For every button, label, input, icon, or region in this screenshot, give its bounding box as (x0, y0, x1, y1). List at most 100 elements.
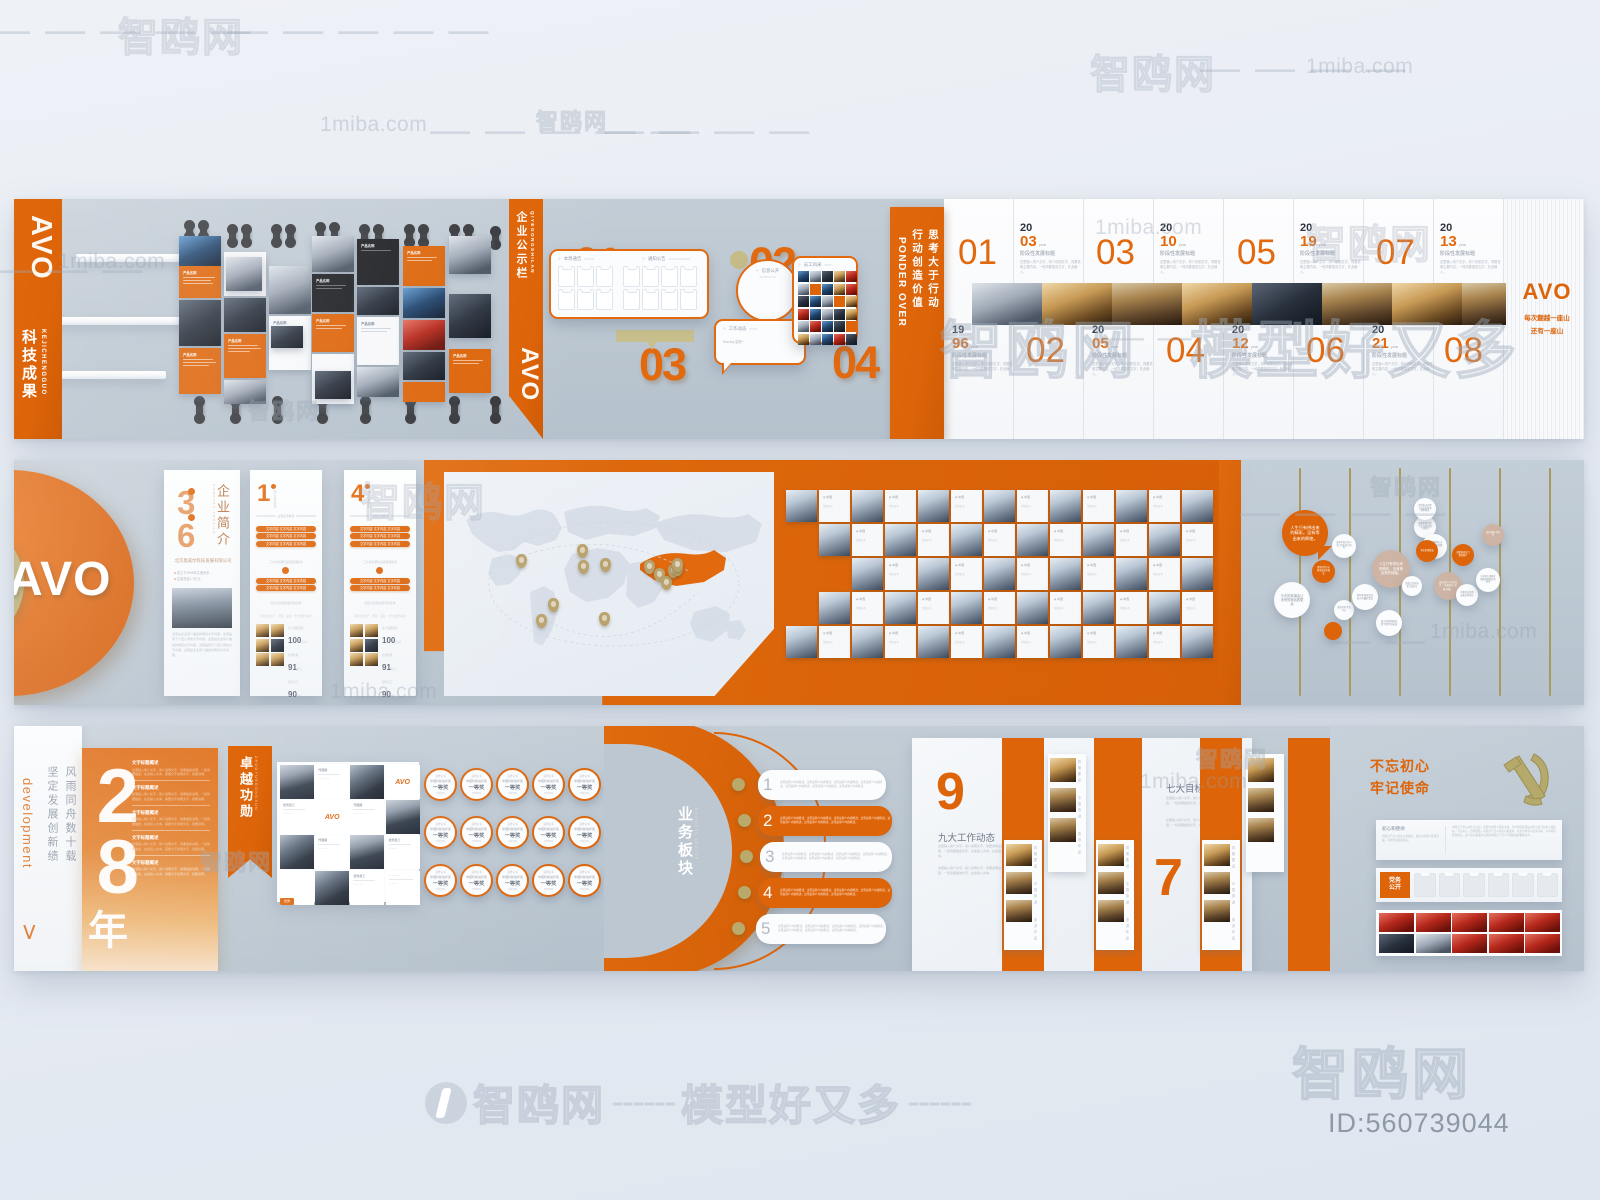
board-slot[interactable] (623, 289, 640, 310)
business-pillar-card-2[interactable]: 4 核心业务版块 主营业务概述 文字内容 文字内容 文字内容 文字内容 文字内容… (344, 470, 416, 699)
party-slot[interactable] (1438, 873, 1460, 897)
pillar-pill[interactable]: 文字内容 文字内容 文字内容 (256, 525, 316, 532)
honor-text-cell[interactable]: ◈ 中国荣誉证书 (1017, 626, 1048, 658)
honor-photo-cell[interactable] (1182, 626, 1213, 658)
honor-photo-cell[interactable] (1017, 592, 1048, 624)
map-pin[interactable] (536, 614, 547, 628)
honor-text-cell[interactable]: ◈ 中国荣誉证书 (984, 524, 1015, 556)
product-card[interactable]: 产品名称 (179, 266, 221, 298)
honor-photo-cell[interactable] (1050, 558, 1081, 590)
tab-ponder-over[interactable]: PONDER OVER 行动创造价值 思考大于行动 (890, 207, 944, 439)
board-slot[interactable] (596, 289, 613, 310)
board-slot[interactable] (642, 266, 659, 287)
honor-photo-cell[interactable] (984, 558, 1015, 590)
quote-bubble[interactable]: 有志者事竟成 (1416, 540, 1438, 562)
bulletin-info-circle[interactable]: » 信息公开 INFORMATION (736, 259, 799, 322)
quote-bubble[interactable]: 今天的淋漓会让未来的我站着更远 (1274, 582, 1310, 618)
quote-bubble[interactable]: 没有退路 不放弃 (1482, 524, 1504, 546)
party-gallery-card[interactable] (1376, 910, 1562, 956)
party-open-card[interactable]: 党务 公开 (1376, 868, 1562, 902)
honor-text-cell[interactable]: ◈ 中国荣誉证书 (1182, 524, 1213, 556)
product-card[interactable]: 产品名称 (179, 348, 221, 394)
honor-photo-cell[interactable] (819, 524, 850, 556)
quote-bubble[interactable]: 进攻时刻 不言不以 (1334, 600, 1354, 620)
honor-text-cell[interactable]: ◈ 中国荣誉证书 (1083, 558, 1114, 590)
honor-photo-cell[interactable] (1050, 490, 1081, 522)
honor-photo-cell[interactable] (1083, 592, 1114, 624)
party-slot[interactable] (1512, 873, 1534, 897)
honor-photo-cell[interactable] (1116, 558, 1147, 590)
board-slot[interactable] (577, 289, 594, 310)
honor-photo-cell[interactable] (786, 626, 817, 658)
map-pin[interactable] (600, 558, 611, 572)
honor-text-cell[interactable]: ◈ 中国荣誉证书 (1116, 592, 1147, 624)
quote-bubble[interactable]: 坚持本身就是对自己的最好奖赏 (1352, 584, 1378, 610)
board-slot[interactable] (642, 289, 659, 310)
business-list-item[interactable]: 5 这里是简介内容概述，这里是简介内容概述，这里是简介内容概述。这里是简介内容概… (756, 914, 886, 944)
pillar-pill[interactable]: 文字内容 文字内容 文字内容 (350, 525, 410, 532)
merit-portrait-grid-card[interactable]: 代理商 — — — — AVO 优秀员工 — — — AVO 代理商 — — —… (277, 762, 420, 905)
bulletin-speech-bubble[interactable]: » 工作动态 WORK Monday 星期一 (714, 319, 806, 365)
quote-bubble[interactable]: 没有不努力的人生只有不努力的你 (1414, 516, 1436, 538)
honor-text-cell[interactable]: ◈ 中国荣誉证书 (1116, 524, 1147, 556)
map-pin[interactable] (578, 560, 589, 574)
board-slot[interactable] (661, 289, 678, 310)
map-pin[interactable] (548, 598, 559, 612)
quote-bubble[interactable]: 坚持每天的努力就会有所收获的明天 (1414, 498, 1436, 520)
quote-bubble[interactable] (1324, 622, 1342, 640)
board-slot[interactable] (558, 266, 575, 287)
honor-text-cell[interactable]: ◈ 中国荣誉证书 (1017, 558, 1048, 590)
business-list-item[interactable]: 2 这里是简介内容概述，这里是简介内容概述，这里是简介内容概述。这里是简介内容概… (758, 806, 892, 836)
honor-photo-cell[interactable] (918, 490, 949, 522)
pillar-pill[interactable]: 文字内容 文字内容 文字内容 (350, 533, 410, 540)
honor-text-cell[interactable]: ◈ 中国荣誉证书 (1083, 626, 1114, 658)
honor-text-cell[interactable]: ◈ 中国荣誉证书 (885, 558, 916, 590)
honor-text-cell[interactable]: ◈ 中国荣誉证书 (819, 490, 850, 522)
honor-photo-cell[interactable] (1182, 558, 1213, 590)
map-pin[interactable] (577, 544, 588, 558)
bulletin-notice-board[interactable]: » 本周通告 NOTICE » 通知公告 ANNOUNCEMENT (549, 249, 709, 319)
honor-text-cell[interactable]: ◈ 中国荣誉证书 (885, 626, 916, 658)
map-pin[interactable] (644, 560, 655, 574)
quote-bubble[interactable]: 创新驱动实力塑造客户 (1452, 544, 1474, 566)
business-list-item[interactable]: 3 这里是简介内容概述，这里是简介内容概述，这里是简介内容概述。这里是简介内容概… (760, 842, 892, 872)
honor-photo-cell[interactable] (951, 524, 982, 556)
bulletin-staff-gallery[interactable]: » 员工风采 STAFF (792, 256, 858, 345)
honor-text-cell[interactable]: ◈ 中国荣誉证书 (1083, 490, 1114, 522)
tab-merit[interactable]: 卓越功勋 ZHUOYUEGONGXUN (228, 746, 272, 878)
quote-bubble[interactable]: 没有不努力的人生只有不努力的你 (1332, 534, 1356, 558)
honor-text-cell[interactable]: ◈ 中国荣誉证书 (984, 592, 1015, 624)
honor-text-cell[interactable]: ◈ 中国荣誉证书 (918, 592, 949, 624)
honor-photo-cell[interactable] (786, 490, 817, 522)
honor-photo-cell[interactable] (984, 626, 1015, 658)
pillar-pill[interactable]: 文字内容 文字内容 文字内容 (256, 577, 316, 584)
honor-text-cell[interactable]: ◈ 中国荣誉证书 (951, 558, 982, 590)
party-slot[interactable] (1463, 873, 1485, 897)
honor-photo-cell[interactable] (918, 626, 949, 658)
honor-text-cell[interactable]: ◈ 中国荣誉证书 (1017, 490, 1048, 522)
business-list-item[interactable]: 4 这里是简介内容概述，这里是简介内容概述，这里是简介内容概述。这里是简介内容概… (758, 878, 892, 908)
honor-text-cell[interactable]: ◈ 中国荣誉证书 (1149, 558, 1180, 590)
honor-text-cell[interactable]: ◈ 中国荣誉证书 (1149, 490, 1180, 522)
honor-text-cell[interactable]: ◈ 中国荣誉证书 (819, 626, 850, 658)
honor-photo-cell[interactable] (951, 592, 982, 624)
board-slot[interactable] (661, 266, 678, 287)
party-slot[interactable] (1536, 873, 1558, 897)
business-pillar-card-1[interactable]: 1 核心业务版块 主营业务概述 文字内容 文字内容 文字内容 文字内容 文字内容… (250, 470, 322, 699)
board-slot[interactable] (680, 266, 697, 287)
company-profile-card[interactable]: 36 企业简介 COMPANY PROFILE 北京奥威尔科技发展有限公司 ● … (164, 470, 240, 696)
honor-text-cell[interactable]: ◈ 中国荣誉证书 (1182, 592, 1213, 624)
